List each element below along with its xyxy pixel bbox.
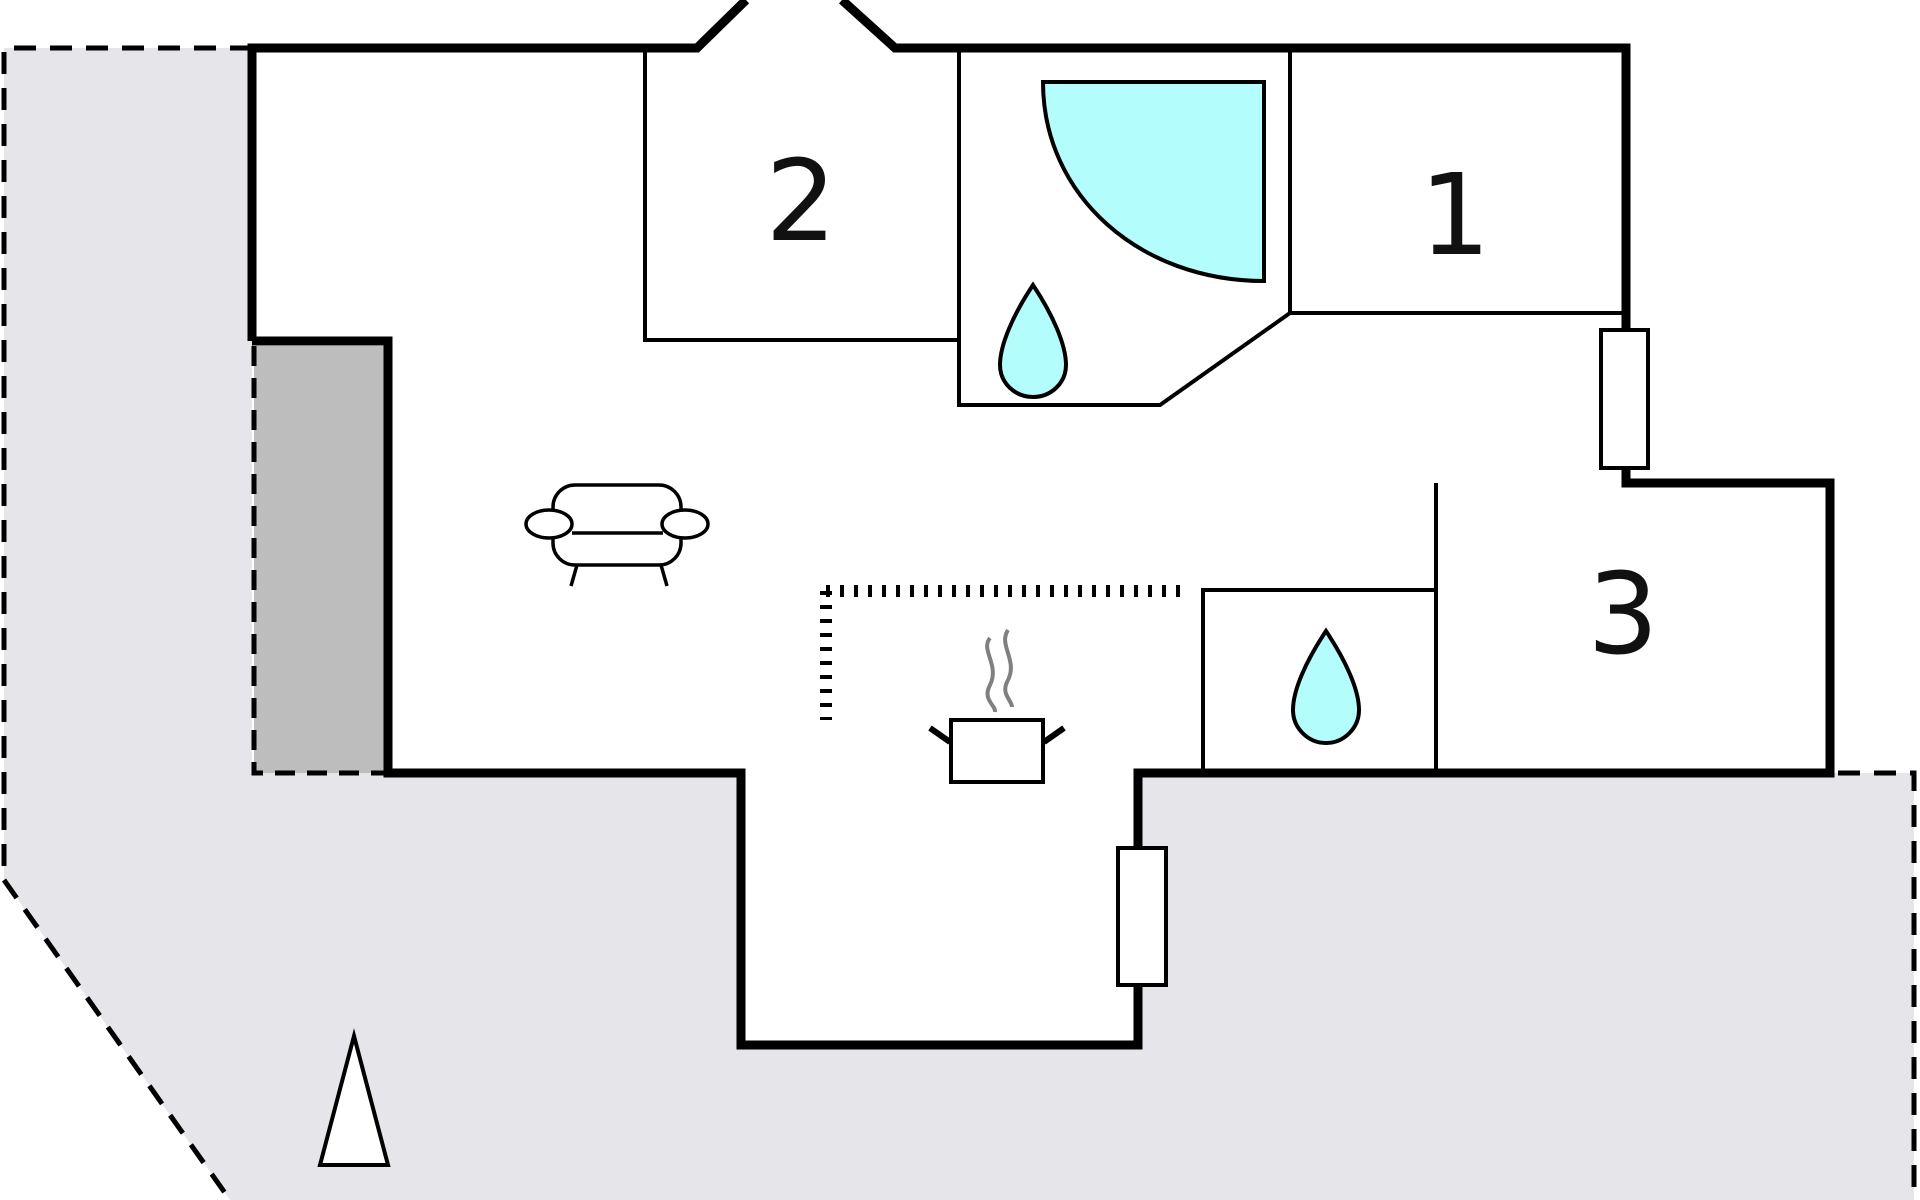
cooking-pot-icon — [928, 628, 1066, 784]
interior-walls — [643, 50, 1622, 771]
covered-area — [254, 346, 388, 773]
garden-boundary — [1, 45, 252, 1200]
sofa-icon — [524, 483, 710, 587]
garden-area — [4, 48, 1914, 1200]
window-icon — [1599, 328, 1650, 470]
water-drop-icon — [1290, 627, 1362, 746]
water-drop-icon — [997, 281, 1069, 400]
kitchen-counter — [820, 585, 1180, 720]
garden-boundary-right — [1838, 770, 1917, 1200]
outer-walls — [247, 0, 1835, 1050]
covered-area-boundary — [251, 346, 388, 776]
window-icon — [1116, 846, 1168, 987]
room-label-bedroom-3: 3 — [1587, 550, 1658, 680]
tree-icon — [317, 1028, 391, 1167]
room-label-bedroom-1: 1 — [1419, 151, 1490, 281]
bath-icon — [1040, 80, 1266, 284]
room-label-bedroom-2: 2 — [765, 137, 836, 267]
